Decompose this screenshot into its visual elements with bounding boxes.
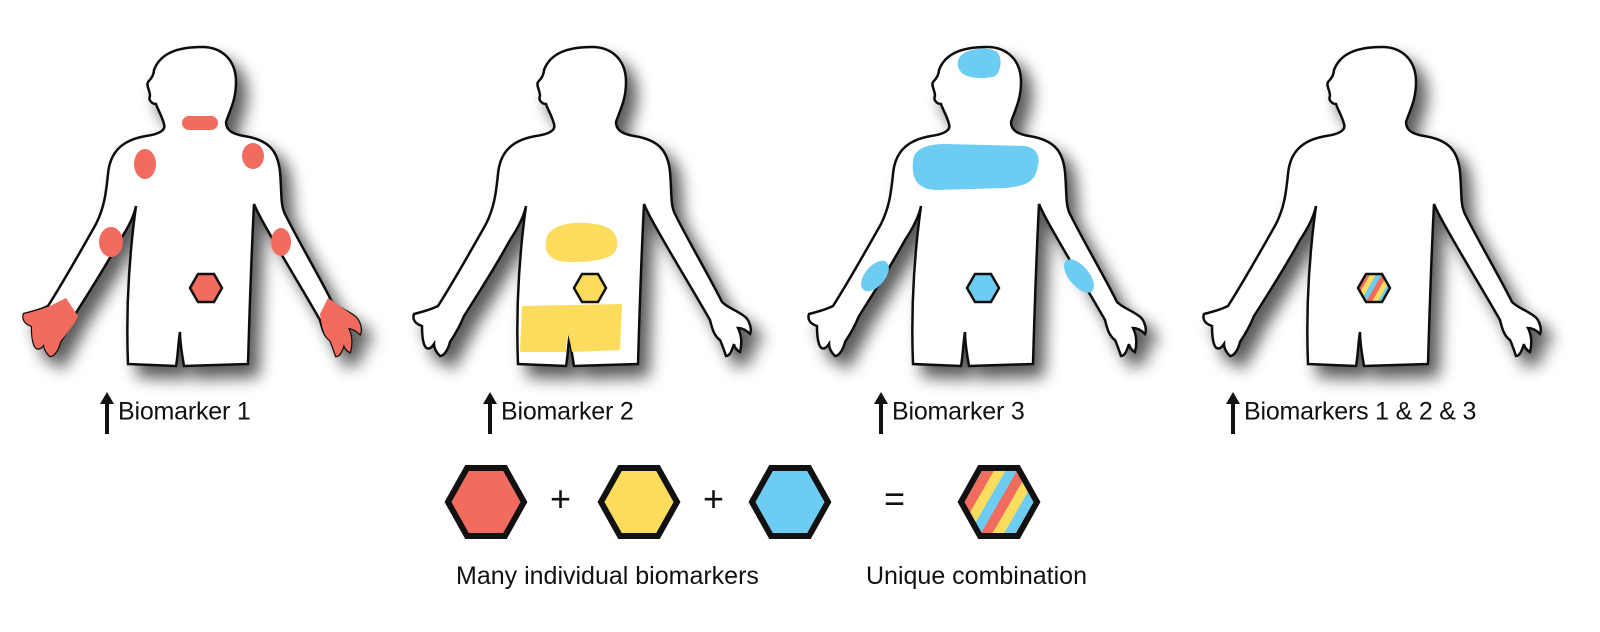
region-left-shoulder (134, 149, 156, 179)
up-arrow-icon (1226, 392, 1240, 434)
figure-label-4: Biomarkers 1 & 2 & 3 (1226, 392, 1476, 434)
figure-label-2: Biomarker 2 (483, 392, 634, 434)
body-figure-4 (1202, 45, 1542, 368)
plus-sign-2: + (703, 478, 725, 519)
up-arrow-icon (874, 392, 888, 434)
body-figure-1 (22, 45, 362, 368)
plus-sign-1: + (550, 478, 572, 519)
caption-individual-biomarkers: Many individual biomarkers (456, 562, 759, 590)
region-left-hand (23, 298, 78, 356)
figure-label-text: Biomarker 3 (892, 397, 1025, 426)
equation-hexagon-combination (961, 468, 1037, 536)
region-left-forearm (861, 260, 889, 292)
biomarker-2-regions (520, 222, 622, 352)
figure-label-text: Biomarker 1 (118, 397, 251, 426)
region-upper-abdomen (545, 222, 618, 262)
biomarker-1-regions (23, 116, 361, 356)
region-right-hand (320, 298, 361, 356)
caption-unique-combination: Unique combination (866, 562, 1087, 590)
body-figure-2 (412, 45, 752, 368)
region-chest (912, 144, 1039, 190)
region-right-shoulder (242, 143, 264, 169)
figure-label-1: Biomarker 1 (100, 392, 251, 434)
region-neck (182, 116, 218, 130)
hexagon-biomarker-2 (572, 272, 608, 304)
up-arrow-icon (483, 392, 497, 434)
region-right-upper-arm (271, 228, 291, 256)
equation-hexagon-biomarker-1 (448, 468, 524, 536)
hexagon-biomarker-3 (965, 272, 1001, 304)
hexagon-combination (1356, 272, 1392, 304)
hexagon-biomarker-1 (188, 272, 224, 304)
up-arrow-icon (100, 392, 114, 434)
region-left-upper-arm (99, 227, 123, 257)
region-brain (957, 48, 1001, 79)
region-right-forearm (1064, 259, 1094, 293)
figure-label-3: Biomarker 3 (874, 392, 1025, 434)
figure-label-text: Biomarker 2 (501, 397, 634, 426)
body-figure-3 (807, 45, 1147, 368)
figure-label-text: Biomarkers 1 & 2 & 3 (1244, 397, 1477, 426)
equation-hexagon-biomarker-3 (752, 468, 828, 536)
region-lower-abdomen (520, 304, 622, 352)
equation-hexagon-biomarker-2 (601, 468, 677, 536)
equals-sign: = (884, 478, 906, 519)
biomarker-3-regions (861, 48, 1094, 293)
